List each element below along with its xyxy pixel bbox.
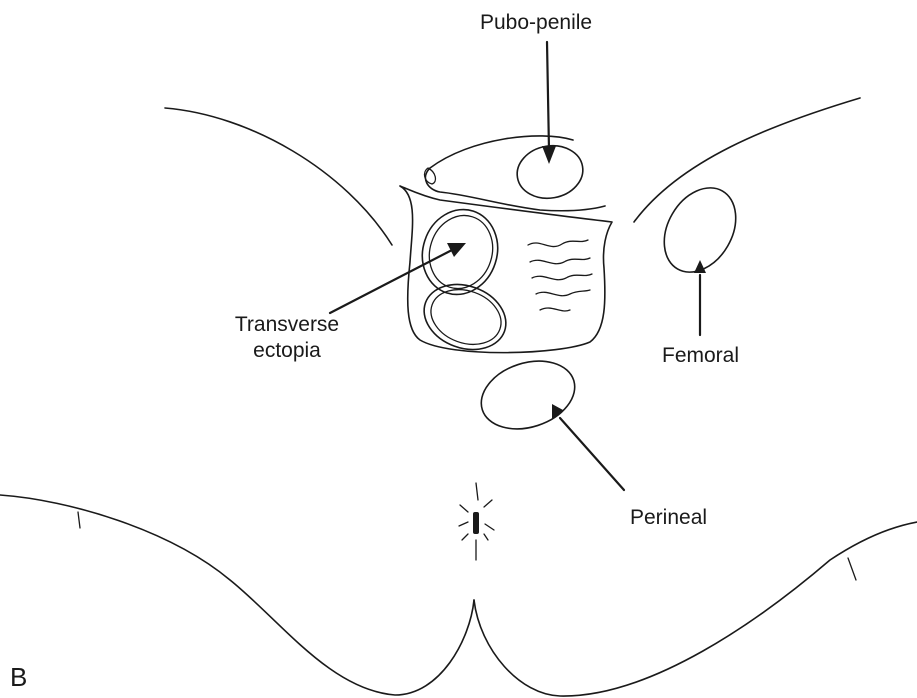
panel-letter: B [10,662,27,693]
left-buttock-line [0,495,474,695]
anus-mark [459,483,494,560]
right-buttock-notch [848,558,856,580]
scrotal-rugae [528,240,592,311]
left-buttock-notch [78,512,80,528]
label-perineal: Perineal [630,505,707,531]
perineal-arrow [552,404,624,490]
label-transverse-ectopia: Transverse ectopia [232,312,342,364]
label-transverse-line2: ectopia [232,338,342,364]
right-buttock-line [474,522,917,696]
penile-outline [425,136,605,211]
label-femoral: Femoral [662,343,739,369]
femoral-arrow [694,260,706,335]
transverse-ectopia-arrow [330,243,466,313]
right-groin-line [634,98,860,222]
label-transverse-line1: Transverse [232,312,342,338]
label-pubo-penile: Pubo-penile [480,10,592,36]
left-groin-line [165,108,392,245]
